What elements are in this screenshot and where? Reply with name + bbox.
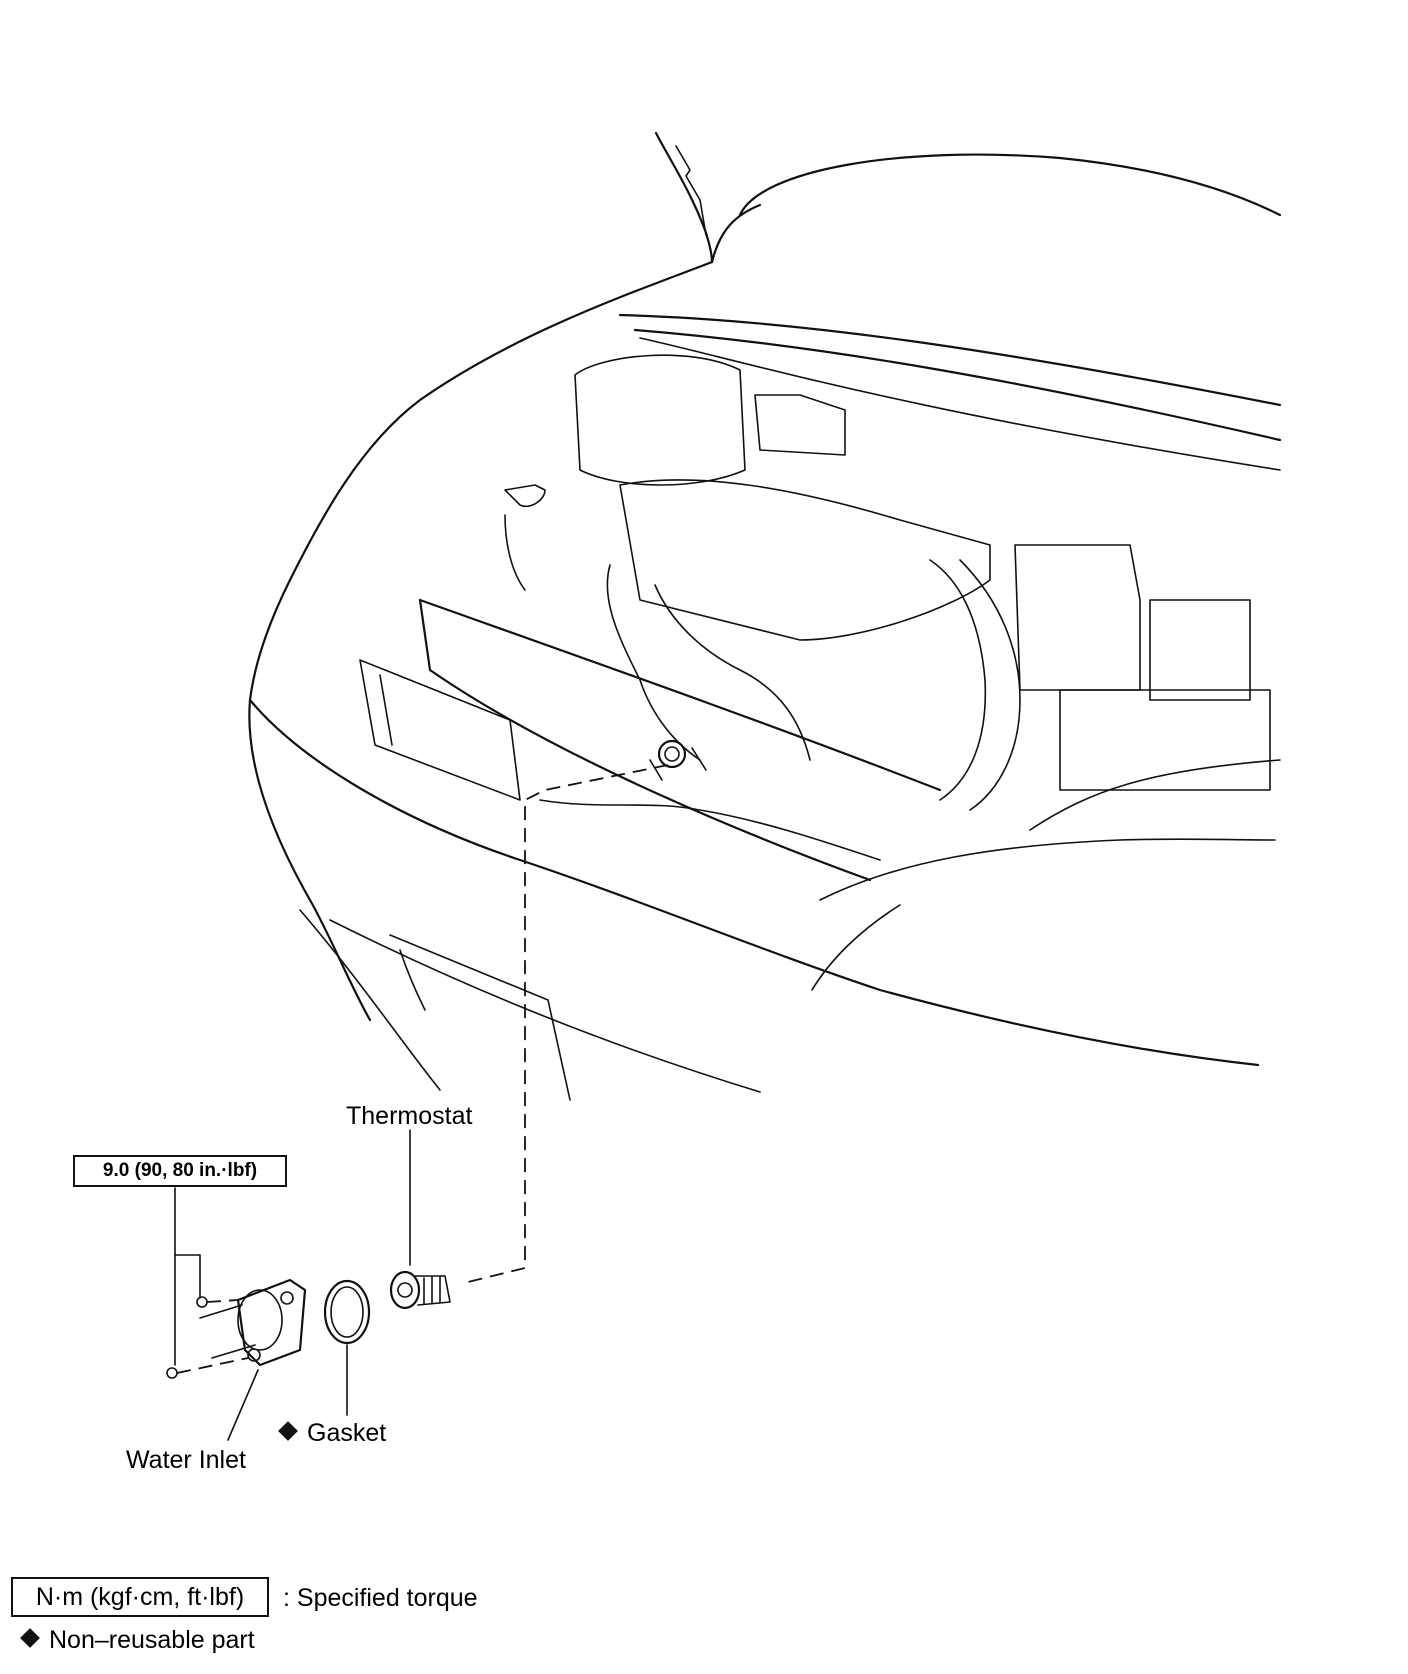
gasket-label-text: Gasket (307, 1419, 387, 1447)
water-inlet-bolts (166, 1296, 249, 1379)
non-reusable-legend: Non–reusable part (20, 1626, 255, 1655)
water-inlet-part (199, 1278, 307, 1367)
hood (288, 131, 1282, 582)
diamond-icon (20, 1628, 40, 1648)
torque-legend-box: N·m (kgf·cm, ft·lbf) (11, 1577, 269, 1617)
thermostat-housing-location (649, 739, 707, 781)
non-reusable-legend-text: Non–reusable part (49, 1626, 255, 1654)
thermostat-part (389, 1270, 451, 1310)
radiator-support (359, 598, 942, 882)
torque-spec-box: 9.0 (90, 80 in.·lbf) (73, 1155, 287, 1187)
gasket-label: Gasket (278, 1419, 387, 1447)
water-inlet-label: Water Inlet (126, 1446, 246, 1474)
gasket-part (323, 1279, 371, 1345)
thermostat-label: Thermostat (346, 1102, 473, 1130)
torque-legend-text: : Specified torque (283, 1584, 478, 1612)
engine (504, 354, 1271, 811)
installation-leader-line (467, 764, 669, 1283)
callout-lines (174, 1129, 411, 1441)
diamond-icon (278, 1421, 298, 1441)
vehicle-body (248, 313, 1282, 1101)
